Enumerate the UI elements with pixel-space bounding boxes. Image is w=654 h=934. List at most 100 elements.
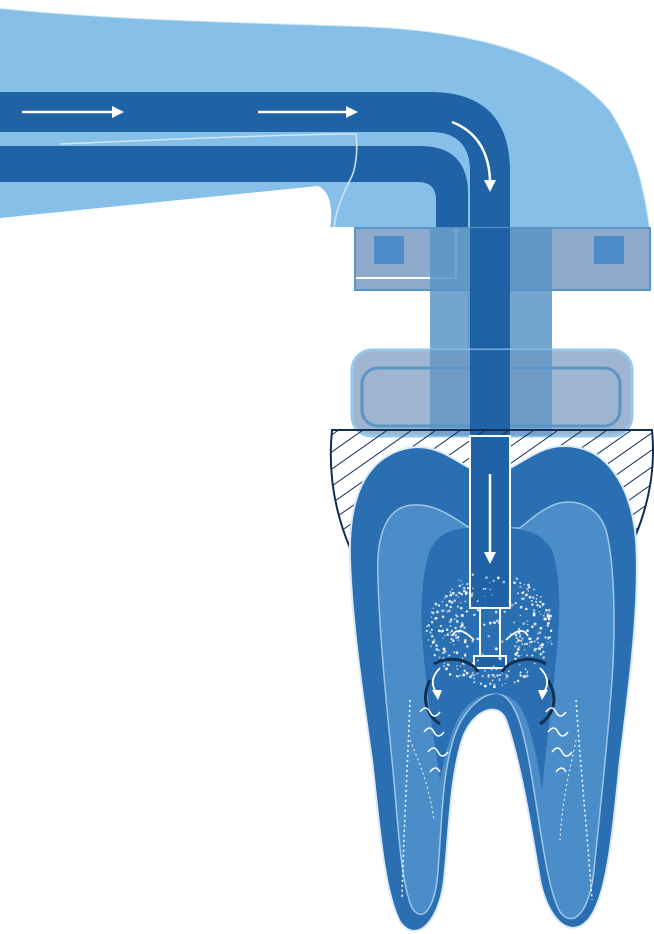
spray-particle: [519, 663, 521, 666]
spray-particle: [478, 651, 482, 654]
spray-particle: [460, 623, 464, 627]
spray-particle: [520, 598, 523, 600]
spray-particle: [442, 647, 446, 651]
spray-particle: [513, 681, 516, 684]
arrow-right-1: [22, 106, 124, 118]
spray-particle: [525, 642, 529, 646]
spray-particle: [514, 645, 517, 648]
spray-particle: [527, 583, 530, 587]
spray-particle: [442, 665, 445, 668]
spray-particle: [457, 639, 460, 641]
spray-particle: [453, 651, 455, 653]
spray-particle: [459, 674, 461, 677]
spray-particle: [520, 654, 522, 656]
spray-particle: [430, 616, 433, 618]
spray-particle: [521, 597, 525, 601]
spray-particle: [494, 647, 498, 651]
spray-particle: [515, 641, 518, 644]
spray-particle: [531, 625, 534, 628]
spray-particle: [476, 600, 479, 602]
spray-particle: [495, 667, 498, 671]
spray-particle: [431, 640, 435, 644]
spray-particle: [456, 668, 459, 671]
spray-particle: [538, 611, 541, 613]
spray-particle: [540, 596, 542, 598]
spray-particle: [445, 667, 447, 670]
spray-particle: [505, 673, 507, 676]
canal-branch-l1: [409, 739, 435, 821]
spray-particle: [519, 605, 523, 609]
spray-particle: [476, 672, 479, 675]
spray-particle: [501, 672, 504, 675]
spray-particle: [449, 605, 452, 609]
spray-particle: [448, 620, 452, 624]
spray-particle: [463, 626, 466, 629]
spray-particle: [437, 604, 441, 607]
spray-particle: [491, 679, 494, 682]
spray-particle: [493, 675, 496, 678]
spray-particle: [450, 630, 453, 633]
spray-particle: [462, 586, 466, 590]
spray-particle: [526, 620, 529, 622]
spray-particle: [527, 623, 529, 626]
spray-particle: [441, 615, 445, 619]
spray-particle: [458, 579, 460, 581]
spray-particle: [547, 622, 550, 625]
spray-particle: [444, 594, 448, 598]
spray-particle: [519, 585, 522, 588]
spray-particle: [538, 647, 541, 651]
spray-particle: [517, 645, 521, 649]
spray-particle: [504, 682, 507, 685]
spray-particle: [426, 625, 428, 628]
spray-particle: [471, 639, 474, 643]
spray-particle: [516, 679, 520, 683]
spray-particle: [532, 613, 536, 617]
spray-particle: [471, 673, 474, 677]
spray-particle: [533, 640, 536, 643]
spray-particle: [445, 628, 449, 631]
spray-particle: [535, 600, 537, 603]
spray-particle: [456, 635, 460, 639]
spray-particle: [432, 607, 434, 609]
spray-particle: [483, 684, 487, 688]
spray-particle: [537, 637, 540, 640]
spray-particle: [456, 615, 459, 618]
spray-particle: [547, 637, 550, 640]
spray-particle: [472, 587, 474, 590]
spray-particle: [545, 608, 548, 612]
spray-particle: [473, 674, 476, 676]
spray-particle: [546, 624, 548, 626]
spray-particle: [425, 629, 428, 633]
spray-particle: [459, 606, 463, 610]
spray-particle: [543, 612, 546, 614]
spray-particle: [528, 586, 531, 589]
supply-tube: [0, 92, 510, 400]
spray-particle: [546, 615, 550, 618]
spray-particle: [435, 644, 438, 647]
spray-particle: [466, 583, 469, 586]
spray-particle: [455, 637, 458, 639]
spray-particle: [431, 611, 435, 615]
spray-particle: [537, 642, 539, 644]
spray-particle: [483, 669, 486, 672]
spray-particle: [485, 576, 488, 579]
spray-particle: [491, 594, 493, 596]
spray-particle: [468, 586, 471, 589]
spray-particle: [460, 580, 463, 582]
spray-particle: [466, 610, 469, 613]
spray-particle: [492, 579, 495, 583]
spray-particle: [479, 682, 483, 686]
spray-particle: [469, 605, 471, 607]
spray-particle: [456, 605, 459, 608]
spray-particle: [435, 648, 439, 651]
spray-particle: [448, 654, 451, 657]
spray-particle: [492, 673, 495, 677]
spray-particle: [517, 639, 520, 642]
spray-particle: [533, 648, 537, 652]
spray-particle: [466, 645, 469, 648]
spray-particle: [454, 633, 457, 637]
spray-particle: [492, 665, 495, 668]
spray-particle: [462, 673, 466, 677]
spray-particle: [459, 632, 461, 634]
